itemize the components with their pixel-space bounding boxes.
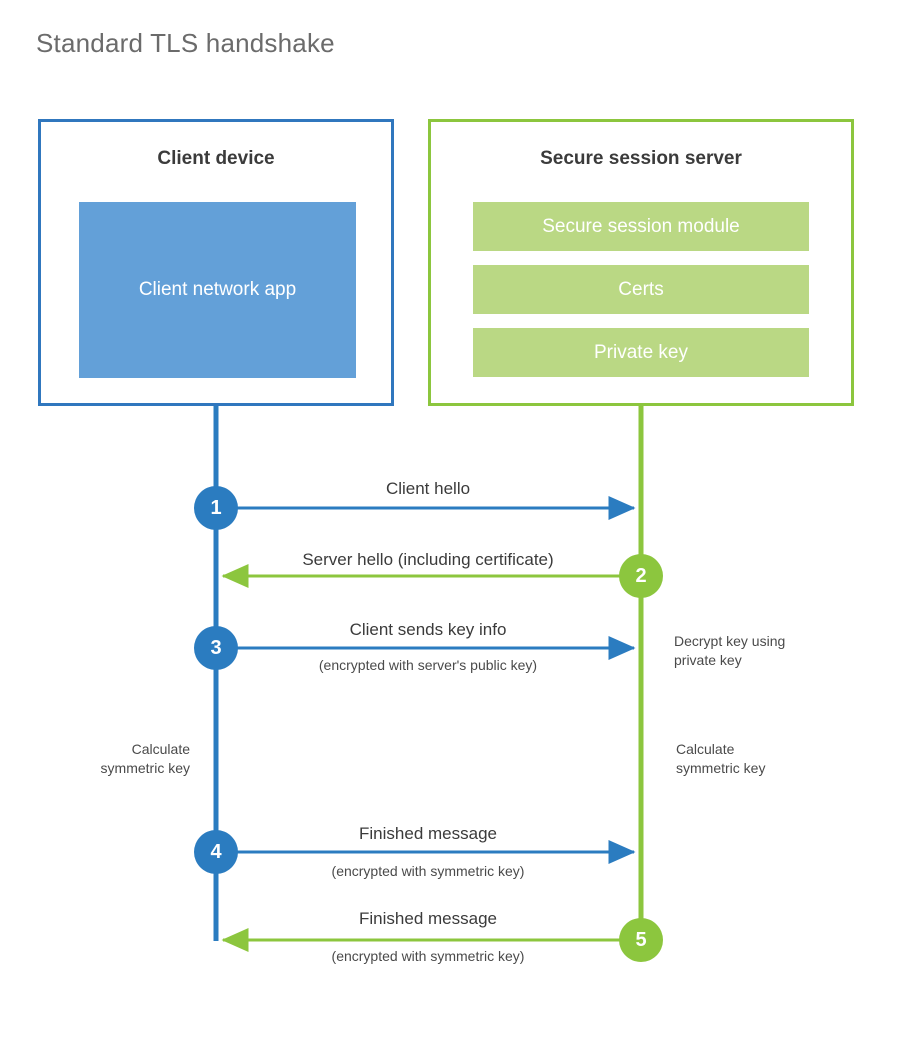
note-server-calculate-symmetric-key: Calculate symmetric key [676,741,766,776]
client-network-app-block: Client network app [79,202,356,378]
message-label-step-5: Finished message [359,909,497,928]
secure-session-server-box: Secure session server Secure session mod… [428,119,854,406]
note-client-calculate-symmetric-key: Calculate symmetric key [100,741,190,776]
client-device-title: Client device [157,148,275,169]
step-marker-4[interactable]: 4 [194,830,238,874]
note-decrypt-key: Decrypt key using private key [674,633,786,668]
message-sublabel-step-5: (encrypted with symmetric key) [331,948,525,964]
step-marker-2[interactable]: 2 [619,554,663,598]
server-module-secure-session-module: Secure session module [473,202,809,251]
message-label-step-2: Server hello (including certificate) [302,550,554,569]
server-module-certs: Certs [473,265,809,314]
client-device-box: Client device Client network app [38,119,394,406]
message-label-step-3: Client sends key info [349,620,507,639]
message-label-step-4: Finished message [359,824,497,843]
server-module-private-key: Private key [473,328,809,377]
secure-session-server-title: Secure session server [540,148,742,169]
message-sublabel-step-3: (encrypted with server's public key) [318,657,538,673]
step-marker-3[interactable]: 3 [194,626,238,670]
step-marker-1[interactable]: 1 [194,486,238,530]
page-title: Standard TLS handshake [36,28,335,58]
message-label-step-1: Client hello [385,479,471,498]
message-sublabel-step-4: (encrypted with symmetric key) [331,863,525,879]
step-marker-5[interactable]: 5 [619,918,663,962]
